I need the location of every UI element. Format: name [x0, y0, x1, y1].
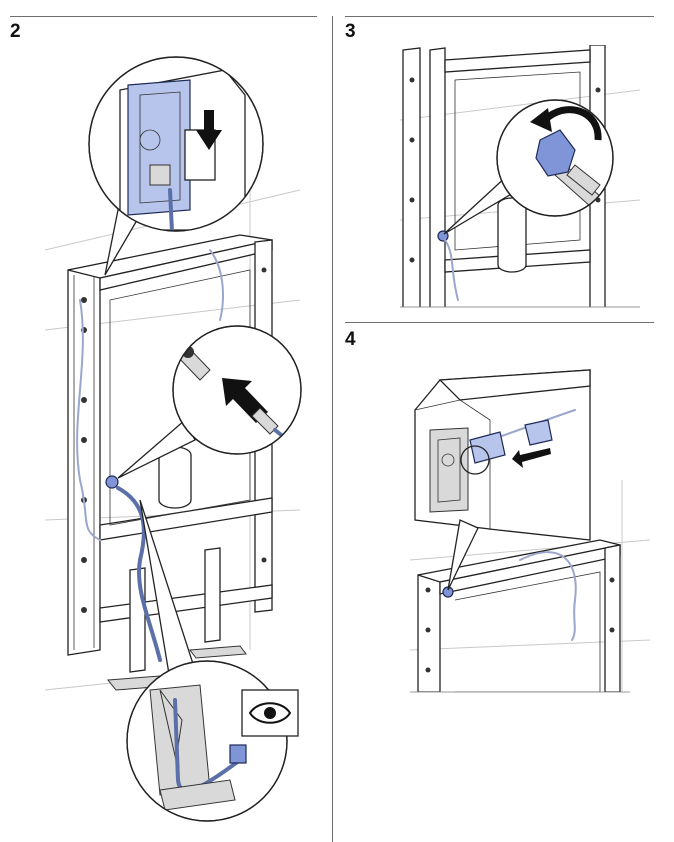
callout-pointer-step-4 [447, 519, 479, 591]
step-number-3: 3 [345, 21, 356, 42]
callout-hose-clip [126, 660, 288, 822]
section-rule-step-4 [345, 322, 654, 323]
step-number-2: 2 [10, 21, 21, 42]
step-3-illustration [400, 45, 640, 308]
step-2-illustration [44, 56, 302, 822]
eye-icon [241, 689, 299, 737]
header-rule-right [345, 16, 654, 17]
column-divider [332, 16, 333, 842]
callout-connect-hose [172, 325, 302, 455]
header-rule-left [10, 16, 317, 17]
callout-insert-box [88, 56, 264, 232]
step-4-illustration [410, 369, 650, 693]
callout-tighten-nut [496, 99, 614, 217]
step-number-4: 4 [345, 329, 356, 350]
detail-view-step-4 [414, 369, 591, 541]
